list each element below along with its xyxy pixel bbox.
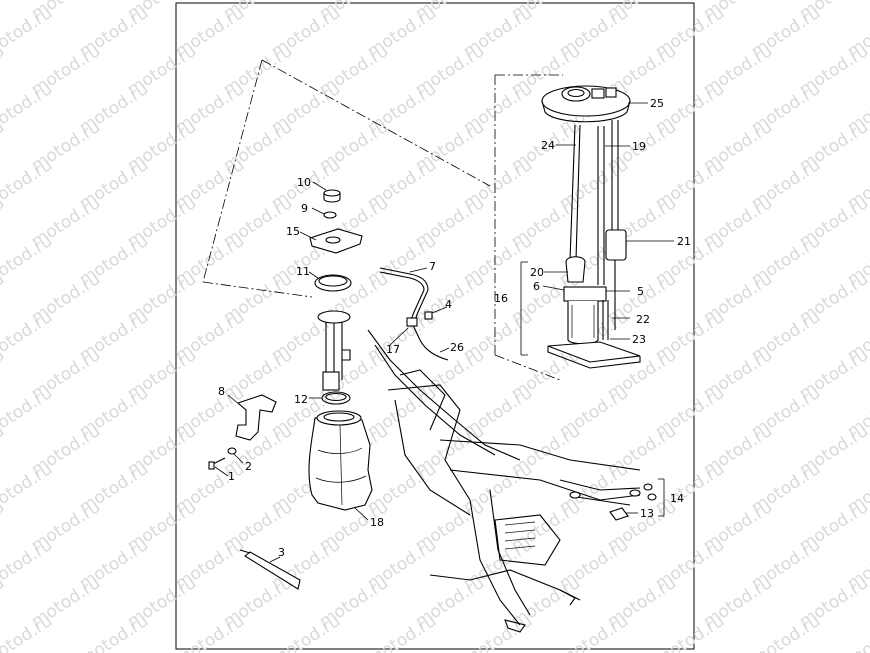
callout-6: 6 <box>533 280 540 293</box>
part-26-fuel-line <box>406 317 449 361</box>
callout-9: 9 <box>301 202 308 215</box>
callout-3: 3 <box>278 546 285 559</box>
callout-19: 19 <box>632 140 646 153</box>
fuel-pump-module-small <box>317 310 351 391</box>
motorcycle-frame <box>367 329 641 633</box>
callout-14: 14 <box>670 492 684 505</box>
callout-26: 26 <box>450 341 464 354</box>
watermark-text: motod.ru <box>0 231 56 290</box>
part-11-lock-ring <box>314 274 352 292</box>
callout-17: 17 <box>386 343 400 356</box>
part-13-hose-clamp <box>609 507 629 521</box>
callout-18: 18 <box>370 516 384 529</box>
callout-4: 4 <box>445 298 452 311</box>
part-2-washer <box>227 447 237 455</box>
callout-7: 7 <box>429 260 436 273</box>
part-8-bracket <box>235 394 277 441</box>
callout-2: 2 <box>245 460 252 473</box>
callout-12: 12 <box>294 393 308 406</box>
watermark-text: motod.ru <box>844 611 870 653</box>
watermark-text: motod.ru <box>0 535 56 594</box>
part-15-cover-plate <box>309 228 363 254</box>
watermark-text: motod.ru <box>0 3 56 62</box>
watermark-text: motod.ru <box>0 459 56 518</box>
callout-22: 22 <box>636 313 650 326</box>
watermark-text: motod.ru <box>0 307 56 366</box>
part-10-fuel-cap <box>323 189 341 203</box>
part-3-strap <box>239 549 301 590</box>
part-1-bolt <box>208 457 226 470</box>
callout-1: 1 <box>228 470 235 483</box>
callout-8: 8 <box>218 385 225 398</box>
watermark-text: motod.ru <box>0 383 56 442</box>
watermark-text: motod.ru <box>748 611 824 653</box>
callout-15: 15 <box>286 225 300 238</box>
watermark-text: motod.ru <box>0 155 56 214</box>
leader-lines <box>214 102 674 563</box>
callout-13: 13 <box>640 507 654 520</box>
group-brackets <box>520 261 665 517</box>
callout-10: 10 <box>297 176 311 189</box>
projection-lines <box>202 59 563 381</box>
fuel-pump-module-large <box>541 85 641 369</box>
watermark-text: motod.ru <box>0 0 8 24</box>
part-7-fuel-hose <box>379 267 429 321</box>
callout-labels: 10 9 15 11 7 4 17 26 8 12 2 1 18 3 25 24… <box>218 97 691 559</box>
part-4-clip <box>424 311 433 320</box>
callout-16: 16 <box>494 292 508 305</box>
watermark-text: motod.ru <box>0 79 56 138</box>
callout-5: 5 <box>637 285 644 298</box>
callout-25: 25 <box>650 97 664 110</box>
watermark-text: motod.ru <box>76 611 152 653</box>
callout-23: 23 <box>632 333 646 346</box>
part-14-hose-fittings <box>643 483 657 501</box>
callout-11: 11 <box>296 265 310 278</box>
callout-24: 24 <box>541 139 555 152</box>
callout-21: 21 <box>677 235 691 248</box>
part-18-fuel-tank <box>308 410 373 511</box>
callout-20: 20 <box>530 266 544 279</box>
part-9-o-ring <box>323 211 337 219</box>
